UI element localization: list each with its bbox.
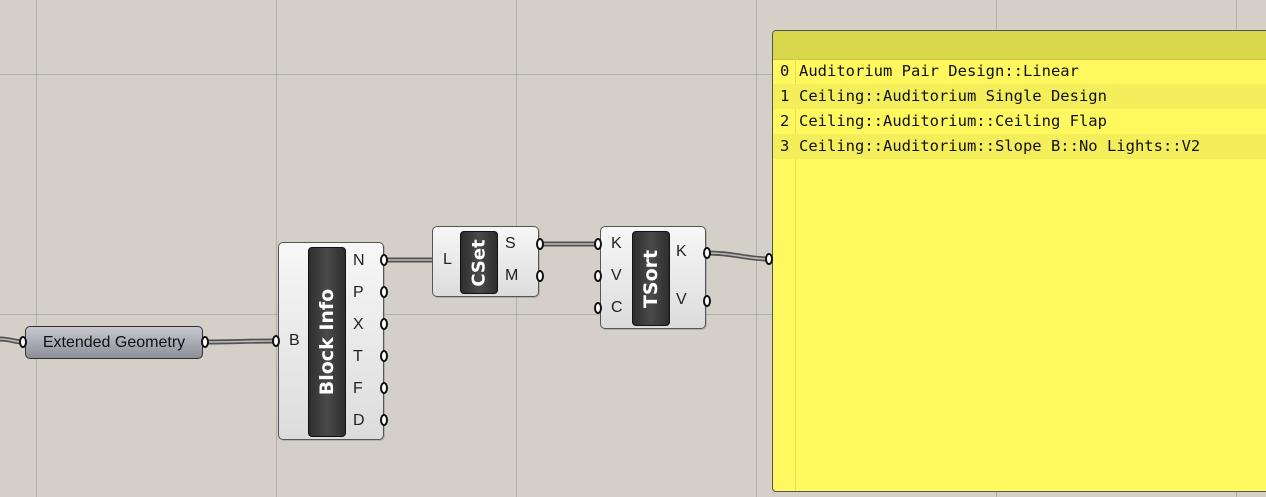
list-item: 3 Ceiling::Auditorium::Slope B::No Light… <box>773 134 1266 159</box>
tsort-input-k: K <box>611 235 622 252</box>
block-info-grip-p[interactable] <box>380 286 388 298</box>
panel-input-grip[interactable] <box>765 253 773 265</box>
block-info-component[interactable]: Block Info B N P X T F D <box>278 242 384 440</box>
block-info-grip-n[interactable] <box>380 254 388 266</box>
block-info-output-p: P <box>353 284 364 301</box>
list-item-index: 2 <box>780 112 790 130</box>
extended-geometry-param[interactable]: Extended Geometry <box>25 326 203 359</box>
list-item: 1 Ceiling::Auditorium Single Design <box>773 84 1266 109</box>
block-info-grip-b[interactable] <box>272 335 280 347</box>
tsort-title: TSort <box>640 249 662 308</box>
panel-header[interactable] <box>773 31 1266 60</box>
tsort-input-c: C <box>611 299 623 316</box>
tsort-grip-in-k[interactable] <box>594 238 602 250</box>
list-item-text: Ceiling::Auditorium::Ceiling Flap <box>799 112 1107 130</box>
tsort-grip-out-k[interactable] <box>703 247 711 259</box>
block-info-core[interactable]: Block Info <box>308 247 346 437</box>
tsort-component[interactable]: TSort K V C K V <box>600 226 706 329</box>
text-panel[interactable]: 0 Auditorium Pair Design::Linear 1 Ceili… <box>772 30 1266 492</box>
cset-output-m: M <box>505 267 519 284</box>
panel-gutter <box>795 59 796 491</box>
tsort-output-v: V <box>676 291 687 308</box>
cset-output-s: S <box>505 235 516 252</box>
cset-component[interactable]: CSet L S M <box>432 226 539 297</box>
block-info-grip-f[interactable] <box>380 382 388 394</box>
cset-grip-s[interactable] <box>536 238 544 250</box>
block-info-output-f: F <box>353 380 363 397</box>
tsort-input-v: V <box>611 267 622 284</box>
cset-input-l: L <box>443 251 452 268</box>
extended-geometry-label: Extended Geometry <box>42 334 186 351</box>
block-info-grip-d[interactable] <box>380 414 388 426</box>
list-item: 2 Ceiling::Auditorium::Ceiling Flap <box>773 109 1266 134</box>
tsort-grip-in-v[interactable] <box>594 270 602 282</box>
tsort-output-k: K <box>676 243 687 260</box>
list-item-index: 1 <box>780 87 790 105</box>
block-info-input-b: B <box>289 332 300 349</box>
block-info-output-d: D <box>353 412 365 429</box>
tsort-grip-out-v[interactable] <box>703 295 711 307</box>
block-info-output-t: T <box>353 348 363 365</box>
cset-core[interactable]: CSet <box>460 231 498 294</box>
list-item-text: Ceiling::Auditorium Single Design <box>799 87 1107 105</box>
cset-grip-m[interactable] <box>536 270 544 282</box>
block-info-grip-t[interactable] <box>380 350 388 362</box>
block-info-output-n: N <box>353 252 365 269</box>
list-item-text: Ceiling::Auditorium::Slope B::No Lights:… <box>799 137 1201 155</box>
block-info-grip-x[interactable] <box>380 318 388 330</box>
param-input-grip[interactable] <box>19 336 27 348</box>
list-item-index: 3 <box>780 137 790 155</box>
param-output-grip[interactable] <box>201 336 209 348</box>
tsort-core[interactable]: TSort <box>632 231 670 326</box>
cset-title: CSet <box>468 238 490 287</box>
list-item-text: Auditorium Pair Design::Linear <box>799 62 1079 80</box>
list-item-index: 0 <box>780 62 790 80</box>
tsort-grip-in-c[interactable] <box>594 302 602 314</box>
block-info-title: Block Info <box>316 288 338 396</box>
list-item: 0 Auditorium Pair Design::Linear <box>773 59 1266 84</box>
block-info-output-x: X <box>353 316 364 333</box>
